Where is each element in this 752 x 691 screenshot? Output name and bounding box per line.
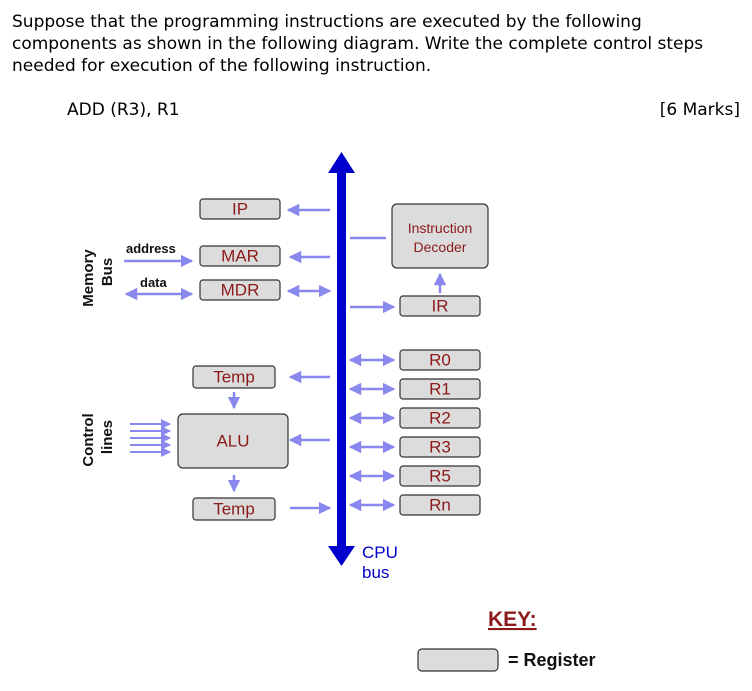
data-label: data [140,275,168,290]
register-r0-label: R0 [429,351,451,370]
register-temp-top: Temp [192,365,276,389]
register-r3: R3 [399,436,481,458]
register-ip: IP [199,198,281,220]
decoder-label-2: Decoder [414,239,467,255]
address-label: address [126,241,176,256]
instruction-decoder: Instruction Decoder [391,203,489,269]
register-r2: R2 [399,407,481,429]
register-temp-bottom: Temp [192,497,276,521]
register-r5: R5 [399,465,481,487]
control-lines-label-1: Control [80,413,97,466]
alu-box: ALU [177,413,289,469]
register-ip-label: IP [232,200,248,219]
register-rn: Rn [399,494,481,516]
register-r1: R1 [399,378,481,400]
register-ir: IR [399,295,481,317]
register-ir-label: IR [432,297,449,316]
register-mdr-label: MDR [221,281,260,300]
cpu-bus-label-1: CPU [362,543,398,562]
left-bus-arrows [286,203,332,515]
control-lines-label-2: lines [99,420,116,454]
register-r3-label: R3 [429,438,451,457]
key-register-label: = Register [508,650,596,670]
register-mdr: MDR [199,279,281,301]
question-text: Suppose that the programming instruction… [12,12,704,76]
register-r5-label: R5 [429,467,451,486]
key-title: KEY: [488,608,537,631]
register-r1-label: R1 [429,380,451,399]
memory-bus-label-1: Memory [80,249,97,307]
register-rn-label: Rn [429,496,451,515]
register-mar: MAR [199,245,281,267]
instruction-text: ADD (R3), R1 [67,100,180,120]
register-r2-label: R2 [429,409,451,428]
register-r0: R0 [399,349,481,371]
register-temp-bottom-label: Temp [213,500,255,519]
register-mar-label: MAR [221,247,259,266]
register-temp-top-label: Temp [213,368,255,387]
decoder-label-1: Instruction [408,220,473,236]
key-register-swatch [417,648,499,672]
control-lines-arrows [130,419,171,457]
marks-label: [6 Marks] [659,100,740,120]
cpu-bus [328,152,355,566]
cpu-bus-label-2: bus [362,563,389,582]
alu-label: ALU [216,432,249,451]
memory-bus-label-2: Bus [99,258,116,286]
